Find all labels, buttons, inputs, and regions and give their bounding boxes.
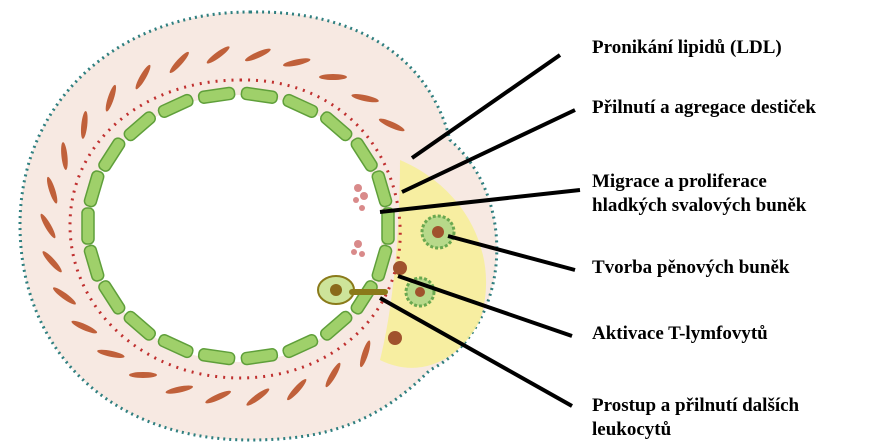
label-smc-migration: Migrace a proliferace hladkých svalových…	[592, 170, 806, 218]
label-t-cell-activation: Aktivace T-lymfovytů	[592, 322, 768, 346]
vessel-wall	[20, 12, 497, 440]
smooth-muscle-cell	[129, 372, 157, 378]
macrophage	[393, 261, 407, 275]
label-foam-cell-formation: Tvorba pěnových buněk	[592, 256, 789, 280]
label-smc-migration-line2: hladkých svalových buněk	[592, 194, 806, 218]
label-leukocyte-line1: Prostup a přilnutí dalších	[592, 394, 799, 418]
label-smc-migration-line1: Migrace a proliferace	[592, 170, 806, 194]
endothelial-cell	[82, 208, 94, 244]
label-platelet-adhesion: Přilnutí a agregace destiček	[592, 96, 816, 120]
smooth-muscle-cell	[319, 74, 347, 80]
label-leukocyte-line2: leukocytů	[592, 418, 799, 442]
macrophage	[388, 331, 402, 345]
label-leukocyte: Prostup a přilnutí dalších leukocytů	[592, 394, 799, 442]
foam-cell-nucleus	[432, 226, 444, 238]
label-lipid-penetration: Pronikání lipidů (LDL)	[592, 36, 782, 60]
foam-cell-nucleus	[415, 287, 425, 297]
